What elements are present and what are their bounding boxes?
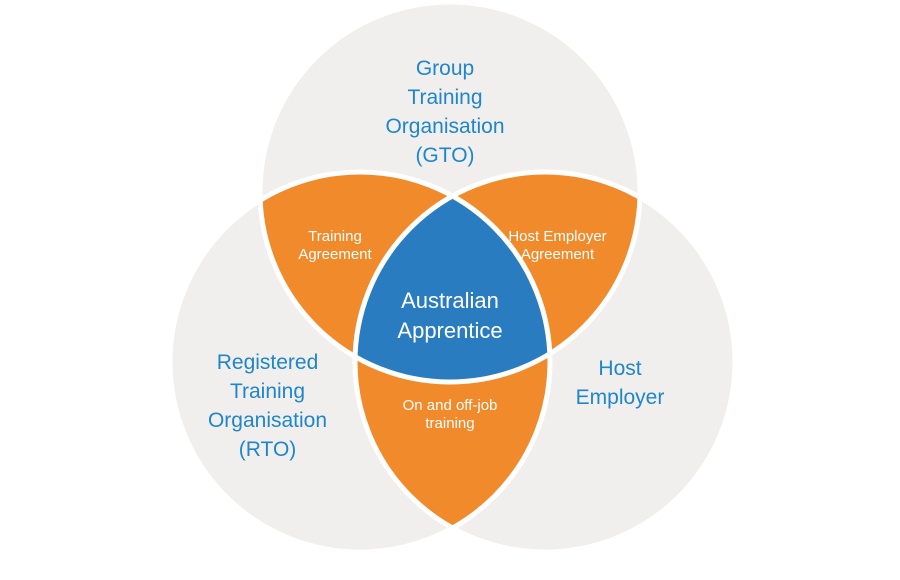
label-gto: Group Training Organisation (GTO) <box>340 54 550 170</box>
label-rto-line: Training <box>229 380 306 403</box>
label-on-off-job-training: On and off-job training <box>370 397 530 433</box>
label-rto: Registered Training Organisation (RTO) <box>160 348 375 464</box>
label-host-employer-agreement: Host Employer Agreement <box>480 228 635 264</box>
label-on-off-job-training-line: training <box>425 415 475 432</box>
label-rto-line: Organisation <box>207 409 328 432</box>
label-gto-line: (GTO) <box>415 144 475 167</box>
label-host-employer-line: Employer <box>575 386 665 409</box>
label-training-agreement-line: Training <box>308 228 362 245</box>
label-host-employer-agreement-line: Host Employer <box>508 228 607 245</box>
label-australian-apprentice: Australian Apprentice <box>370 286 530 346</box>
label-rto-line: Registered <box>216 351 319 374</box>
label-on-off-job-training-line: On and off-job <box>402 397 498 414</box>
label-host-employer-agreement-line: Agreement <box>520 246 595 263</box>
label-australian-apprentice-line: Australian <box>401 288 499 313</box>
label-training-agreement-line: Agreement <box>298 246 372 263</box>
outline-gto <box>257 0 643 385</box>
outline-rto <box>167 169 553 555</box>
outline-host-employer <box>352 169 738 555</box>
label-gto-line: Organisation <box>385 115 505 138</box>
label-rto-line: (RTO) <box>238 438 297 461</box>
label-gto-line: Training <box>407 86 483 109</box>
label-training-agreement: Training Agreement <box>265 228 405 264</box>
label-gto-line: Group <box>415 57 475 80</box>
label-australian-apprentice-line: Apprentice <box>397 318 503 343</box>
label-host-employer-line: Host <box>598 357 642 380</box>
label-host-employer: Host Employer <box>545 354 695 412</box>
